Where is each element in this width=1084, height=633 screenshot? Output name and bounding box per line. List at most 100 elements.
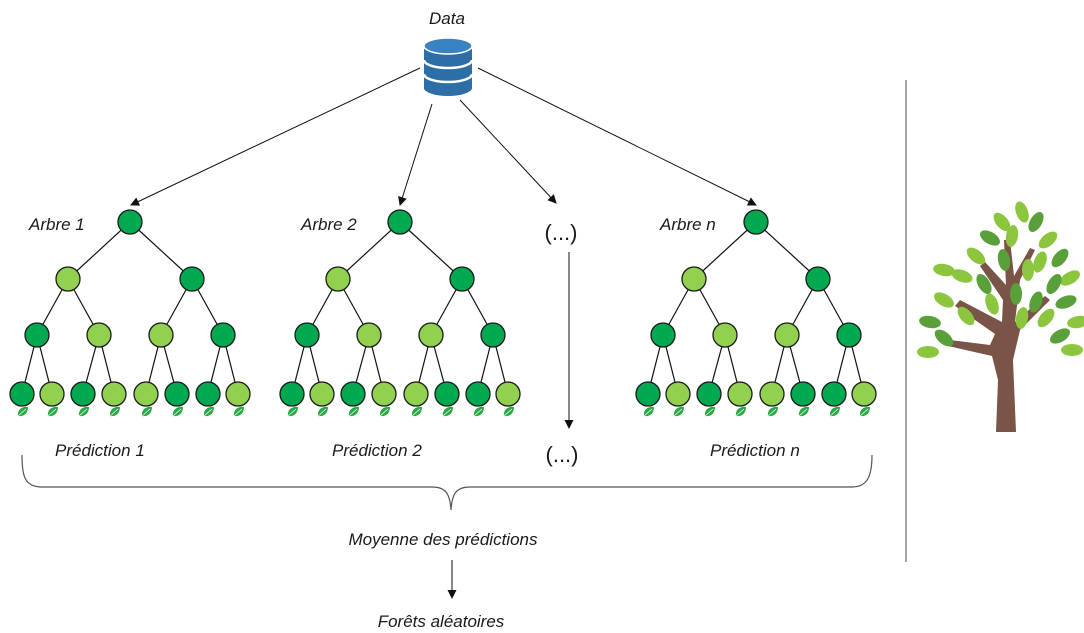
leaf-icon [503, 406, 514, 417]
leaf-icon [287, 406, 298, 417]
tree-node [774, 322, 800, 348]
crown-leaf [1015, 307, 1029, 329]
leaf-icon [673, 406, 684, 417]
tree-node [294, 322, 320, 348]
leaf-icon [379, 406, 390, 417]
crown-leaf [993, 212, 1011, 232]
crown-leaf [1038, 231, 1058, 249]
data-label: Data [429, 9, 465, 28]
tree-node [55, 266, 81, 292]
tree-n-title: Arbre n [659, 215, 716, 234]
crown-leaf [1060, 270, 1080, 286]
leaf-icon [17, 406, 28, 417]
tree-node [480, 322, 506, 348]
leaf-node [225, 381, 251, 407]
tree-node [387, 209, 413, 235]
tree-node [418, 322, 444, 348]
ellipsis-top: (...) [545, 220, 578, 245]
decision-tree-n [635, 209, 877, 417]
leaf-node [696, 381, 722, 407]
crown-leaf [951, 269, 973, 283]
leaf-icon [203, 406, 214, 417]
crown-leaf [966, 247, 986, 265]
leaf-node [39, 381, 65, 407]
leaf-node [279, 381, 305, 407]
leaf-icon [829, 406, 840, 417]
tree-1-title: Arbre 1 [28, 215, 85, 234]
leaf-icon [47, 406, 58, 417]
leaf-icon [798, 406, 809, 417]
leaf-node [851, 381, 877, 407]
crown-leaf [1067, 315, 1084, 329]
tree-node [117, 209, 143, 235]
leaf-node [465, 381, 491, 407]
leaf-icon [348, 406, 359, 417]
leaf-icon [172, 406, 183, 417]
tree-illustration-icon [917, 201, 1084, 432]
tree-node [356, 322, 382, 348]
average-label: Moyenne des prédictions [348, 530, 538, 549]
tree-node [805, 266, 831, 292]
leaf-node [635, 381, 661, 407]
prediction-2: Prédiction 2 [332, 441, 422, 460]
crown-leaf [976, 274, 992, 294]
tree-node [743, 209, 769, 235]
data-arrows [130, 67, 757, 206]
leaf-node [434, 381, 460, 407]
decision-tree-2 [279, 209, 521, 417]
tree-node [325, 266, 351, 292]
leaf-node [340, 381, 366, 407]
leaf-icon [78, 406, 89, 417]
prediction-1: Prédiction 1 [55, 441, 145, 460]
tree-node [24, 322, 50, 348]
prediction-n: Prédiction n [710, 441, 800, 460]
leaf-icon [442, 406, 453, 417]
leaf-node [70, 381, 96, 407]
crown-leaf [957, 306, 975, 326]
tree-node [681, 266, 707, 292]
crown-leaf [1051, 248, 1069, 268]
leaf-icon [233, 406, 244, 417]
leaf-node [727, 381, 753, 407]
grouping-brace [21, 454, 873, 511]
leaf-icon [859, 406, 870, 417]
tree-node [179, 266, 205, 292]
leaf-node [790, 381, 816, 407]
crown-leaf [980, 230, 1000, 246]
crown-leaf [997, 249, 1011, 271]
crown-leaf [1033, 251, 1047, 273]
crown-leaf [1010, 283, 1022, 305]
leaf-node [101, 381, 127, 407]
leaf-node [309, 381, 335, 407]
tree-node [148, 322, 174, 348]
leaf-node [9, 381, 35, 407]
database-icon [422, 37, 474, 96]
crown-leaf [985, 293, 999, 315]
crown-leaf [1022, 259, 1034, 281]
crown-leaf [1046, 274, 1062, 294]
tree-edge [129, 221, 193, 280]
arrow-to-tree-1 [130, 67, 421, 206]
leaf-icon [704, 406, 715, 417]
leaf-icon [141, 406, 152, 417]
leaf-icon [643, 406, 654, 417]
crown-leaf [919, 315, 941, 329]
arrow-to-tree-n [477, 67, 757, 206]
tree-node [86, 322, 112, 348]
tree-edge [337, 221, 401, 280]
tree-edge [693, 221, 757, 280]
leaf-node [495, 381, 521, 407]
crown-leaf [934, 292, 954, 308]
crown-leaf [1055, 295, 1077, 309]
leaf-node [665, 381, 691, 407]
leaf-icon [735, 406, 746, 417]
result-label: Forêts aléatoires [378, 612, 505, 631]
tree-2-title: Arbre 2 [300, 215, 357, 234]
crown-leaf [934, 329, 954, 347]
leaf-node [371, 381, 397, 407]
tree-node [650, 322, 676, 348]
ellipsis-bottom: (...) [546, 442, 579, 467]
leaf-node [403, 381, 429, 407]
tree-node [449, 266, 475, 292]
